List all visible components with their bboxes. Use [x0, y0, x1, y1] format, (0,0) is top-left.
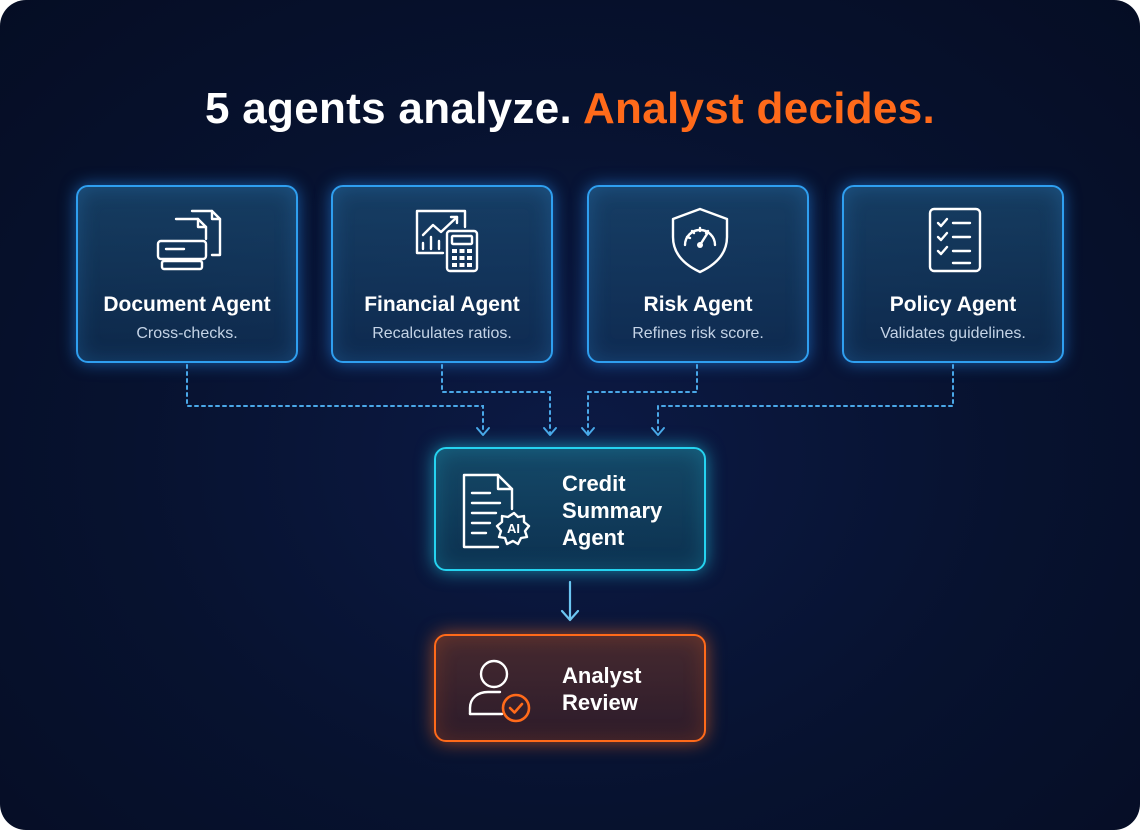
risk-agent-card: Risk Agent Refines risk score.	[587, 185, 809, 363]
document-agent-description: Cross-checks.	[136, 325, 238, 342]
analyst-review-title: Analyst Review	[562, 662, 641, 716]
credit-summary-agent-title: Credit Summary Agent	[562, 470, 662, 551]
headline-lead: 5 agents analyze.	[204, 84, 573, 133]
ai-badge: AI	[507, 521, 520, 536]
policy-agent-description: Validates guidelines.	[880, 325, 1026, 342]
chart-calculator-icon	[415, 209, 479, 273]
risk-agent-description: Refines risk score.	[632, 325, 764, 342]
analyst-review-line-2: Review	[562, 690, 638, 715]
shield-gauge-icon	[671, 207, 729, 274]
financial-agent-description: Recalculates ratios.	[372, 325, 512, 342]
arrowhead-policy	[651, 427, 665, 436]
financial-agent-card: Financial Agent Recalculates ratios.	[331, 185, 553, 363]
connector-risk-to-summary	[587, 364, 698, 434]
document-scanner-icon	[156, 209, 222, 271]
ai-document-icon: AI	[462, 473, 531, 549]
arrowhead-risk	[581, 427, 595, 436]
credit-summary-line-1: Credit	[562, 471, 626, 496]
arrowhead-financial	[543, 427, 557, 436]
document-agent-title: Document Agent	[103, 293, 271, 316]
connector-document-to-summary	[186, 364, 484, 434]
arrowhead-analyst	[560, 609, 580, 622]
credit-summary-line-2: Summary	[562, 498, 663, 523]
risk-agent-title: Risk Agent	[643, 293, 753, 316]
policy-agent-title: Policy Agent	[889, 293, 1017, 316]
headline: 5 agents analyze. Analyst decides.	[0, 84, 1140, 134]
policy-agent-card: Policy Agent Validates guidelines.	[842, 185, 1064, 363]
user-check-icon	[468, 659, 531, 723]
credit-summary-agent-card: AI Credit Summary Agent	[434, 447, 706, 571]
credit-summary-line-3: Agent	[562, 525, 625, 550]
financial-agent-title: Financial Agent	[364, 293, 520, 316]
analyst-review-line-1: Analyst	[562, 663, 642, 688]
checklist-icon	[928, 207, 982, 273]
headline-accent: Analyst decides.	[582, 84, 936, 133]
arrowhead-document	[476, 427, 490, 436]
analyst-review-card: Analyst Review	[434, 634, 706, 742]
connector-policy-to-summary	[657, 364, 954, 434]
connector-financial-to-summary	[441, 364, 551, 434]
document-agent-card: Document Agent Cross-checks.	[76, 185, 298, 363]
